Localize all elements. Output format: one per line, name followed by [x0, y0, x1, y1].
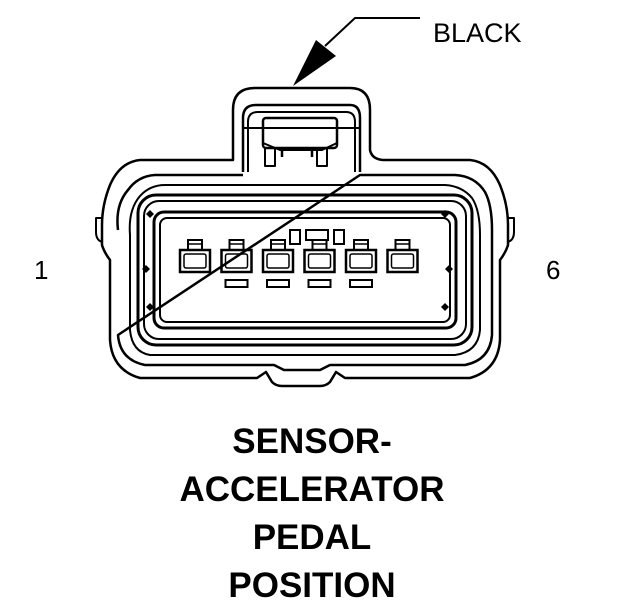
latch-tab — [261, 116, 339, 167]
connector-face-outer — [136, 193, 474, 347]
keying-marks — [289, 229, 345, 245]
wire-color-label: BLACK — [433, 18, 522, 48]
pin-cavity-1 — [178, 239, 212, 274]
pin-number-first: 1 — [34, 255, 49, 285]
title-line: ACCELERATOR — [179, 470, 445, 509]
alignment-markers — [142, 210, 453, 311]
pin-cavity-5 — [344, 239, 378, 274]
shell-inner-contour — [116, 173, 494, 372]
pin-cavity-3 — [261, 239, 295, 274]
terminal-slot-2 — [224, 279, 249, 288]
connector-title: SENSOR- ACCELERATOR PEDAL POSITION — [112, 418, 512, 610]
pin-cavity-2 — [220, 239, 253, 274]
callout-arrow — [293, 17, 420, 86]
pin-cavity-6 — [386, 239, 419, 274]
title-line: POSITION — [228, 566, 396, 605]
pin-number-last: 6 — [546, 255, 561, 285]
title-line: PEDAL — [252, 518, 372, 557]
terminal-slot-5 — [349, 279, 373, 288]
pin-cavities — [178, 239, 419, 288]
terminal-slot-4 — [307, 279, 332, 288]
latch-housing — [241, 103, 362, 172]
pin-cavity-4 — [303, 239, 336, 274]
connector-outer-shell — [100, 86, 510, 388]
connector-face-inner — [152, 210, 458, 330]
terminal-slot-3 — [266, 279, 290, 288]
title-line: SENSOR- — [232, 422, 392, 461]
